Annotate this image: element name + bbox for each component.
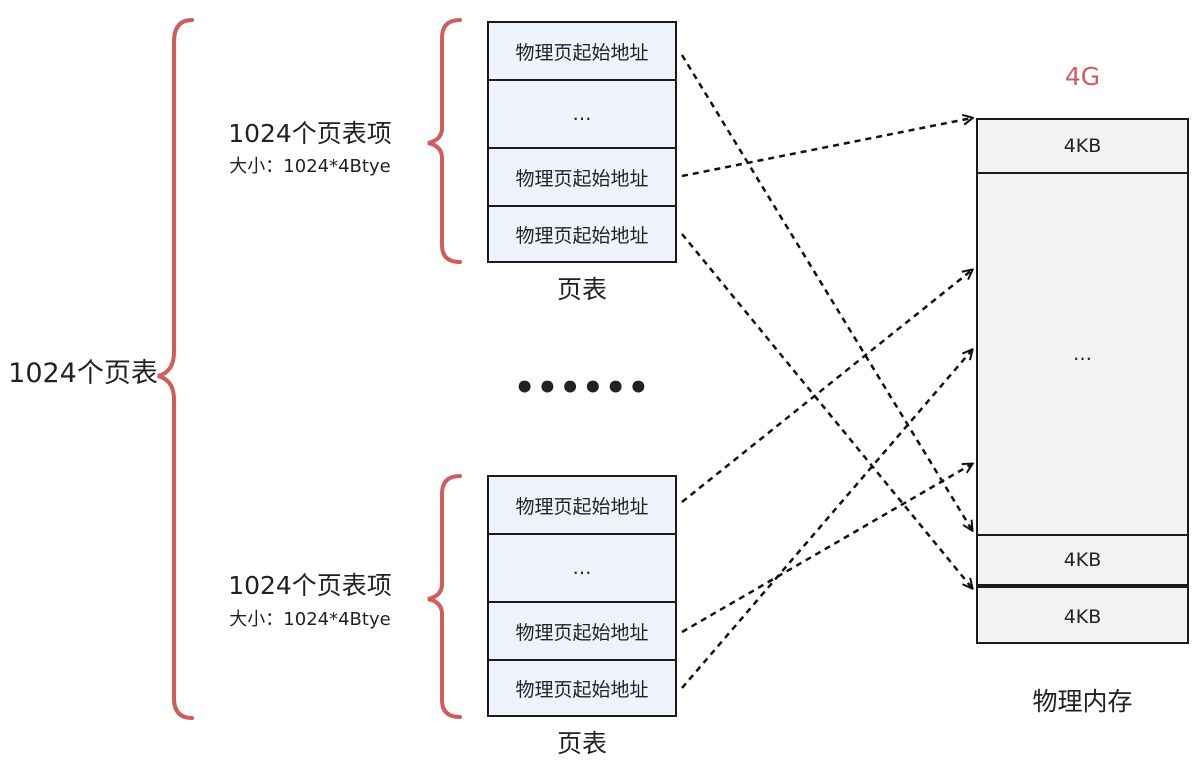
physical-memory: 4KB … 4KB 4KB [976, 118, 1189, 644]
memory-cell-lower-2: 4KB [1063, 606, 1102, 628]
group-1-brace [427, 18, 462, 264]
page-table-2: 物理页起始地址 … 物理页起始地址 物理页起始地址 [487, 475, 677, 717]
page-table-2-entry-1: 物理页起始地址 [489, 477, 675, 535]
page-table-1-entry-1: 物理页起始地址 [489, 23, 675, 81]
memory-caption: 物理内存 [1032, 687, 1133, 716]
arrow-g1-entry3 [681, 118, 972, 178]
page-table-ellipsis: •••••• [513, 368, 651, 408]
page-table-2-entry-4: 物理页起始地址 [515, 678, 649, 701]
memory-cell-top: 4KB [978, 120, 1187, 174]
group-2-brace [427, 474, 462, 719]
page-table-1: 物理页起始地址 … 物理页起始地址 物理页起始地址 [487, 21, 677, 263]
group-1-size: 大小：1024*4Btye [229, 156, 391, 177]
arrow-g2-entry4 [681, 350, 972, 689]
arrow-g1-entry4 [681, 233, 972, 588]
page-table-2-entry-2: … [489, 535, 675, 603]
page-table-2-caption: 页表 [556, 729, 607, 758]
memory-cell-lower-1: 4KB [978, 534, 1187, 588]
page-table-1-entry-4: 物理页起始地址 [515, 224, 649, 247]
arrow-g1-entry1 [680, 54, 972, 530]
page-table-1-caption: 页表 [556, 275, 607, 304]
arrow-g2-entry1 [681, 270, 972, 503]
group-1-title: 1024个页表项 [228, 119, 392, 148]
group-2-title: 1024个页表项 [228, 571, 392, 600]
memory-cell-middle: … [1073, 343, 1092, 365]
page-table-1-entry-2: … [489, 81, 675, 149]
arrow-g2-entry3 [681, 464, 972, 634]
page-table-2-entry-3: 物理页起始地址 [489, 603, 675, 661]
outer-brace [157, 18, 194, 720]
page-table-1-entry-3: 物理页起始地址 [489, 149, 675, 207]
group-2-size: 大小：1024*4Btye [229, 609, 391, 630]
memory-top-label: 4G [1064, 62, 1101, 91]
outer-page-tables-label: 1024个页表 [8, 358, 158, 389]
